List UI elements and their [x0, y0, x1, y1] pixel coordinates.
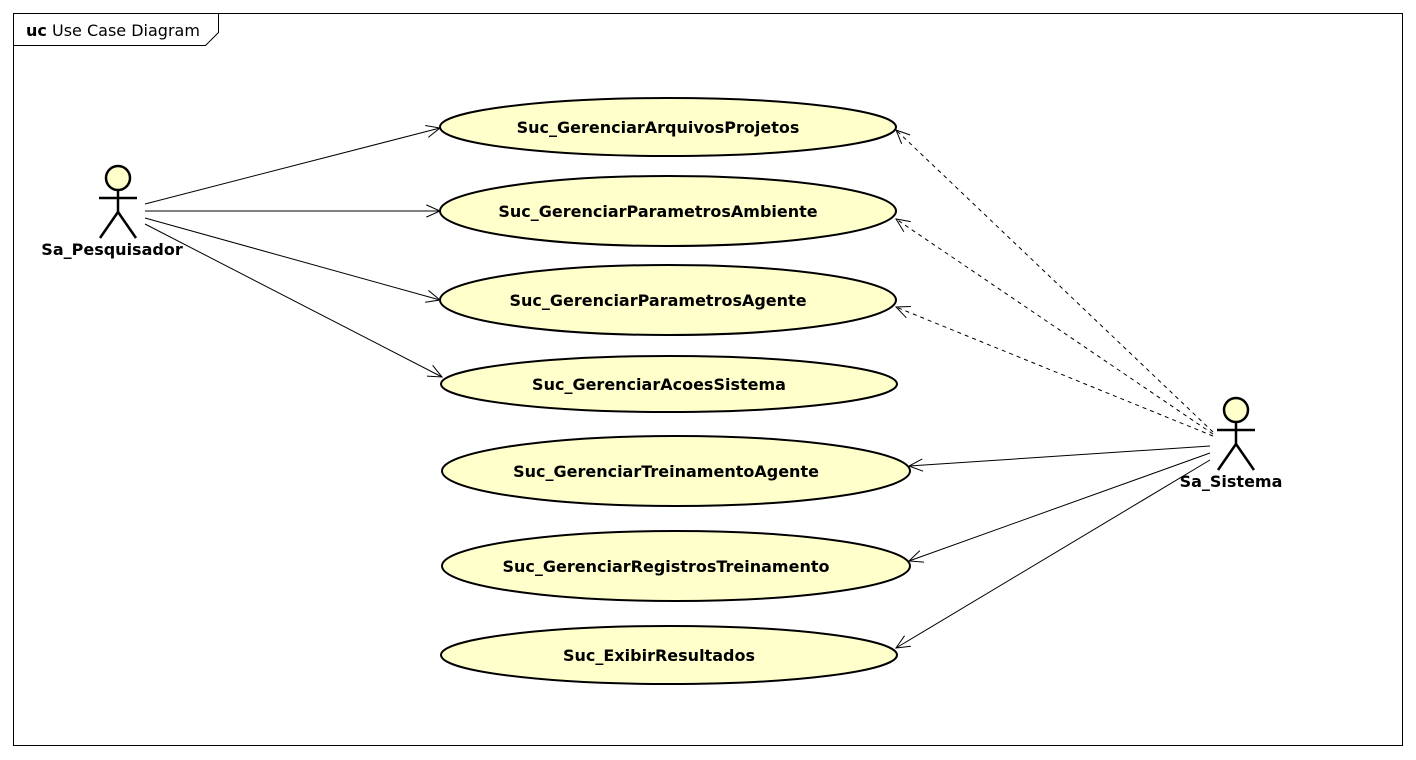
frame-keyword: uc: [26, 21, 47, 40]
actor-label: Sa_Pesquisador: [41, 240, 183, 259]
association-pesquisador-uc3: [144, 217, 441, 301]
actor-pesquisador[interactable]: Sa_Pesquisador: [41, 164, 183, 259]
use-case-ellipse[interactable]: [441, 530, 911, 602]
actor-head: [1222, 396, 1250, 424]
use-case-uc1[interactable]: Suc_GerenciarArquivosProjetos: [439, 97, 897, 157]
arrowhead-uc3: [894, 305, 912, 319]
use-case-label: Suc_GerenciarArquivosProjetos: [517, 118, 800, 137]
use-case-uc6[interactable]: Suc_GerenciarRegistrosTreinamento: [441, 530, 911, 602]
use-case-uc3[interactable]: Suc_GerenciarParametrosAgente: [439, 264, 897, 336]
arrowhead-uc2: [894, 218, 911, 233]
use-case-uc4[interactable]: Suc_GerenciarAcoesSistema: [440, 355, 898, 413]
association-sistema-uc3: [895, 306, 1214, 437]
frame-title: Use Case Diagram: [52, 21, 200, 40]
use-case-label: Suc_GerenciarParametrosAgente: [509, 291, 806, 310]
actor-sistema[interactable]: Sa_Sistema: [1180, 396, 1283, 491]
use-case-label: Suc_GerenciarRegistrosTreinamento: [503, 557, 830, 576]
use-case-uc7[interactable]: Suc_ExibirResultados: [440, 625, 898, 685]
use-cases: Suc_GerenciarArquivosProjetosSuc_Gerenci…: [439, 97, 911, 685]
association-sistema-uc6: [908, 452, 1211, 562]
arrowhead-uc4: [426, 364, 444, 378]
association-sistema-uc1: [895, 129, 1214, 433]
association-pesquisador-uc4: [144, 223, 443, 378]
actor-legs: [1216, 441, 1256, 471]
use-case-ellipse[interactable]: [441, 435, 911, 507]
use-case-label: Suc_ExibirResultados: [563, 646, 755, 665]
use-case-ellipse[interactable]: [440, 355, 898, 413]
use-case-ellipse[interactable]: [439, 97, 897, 157]
use-case-ellipse[interactable]: [439, 175, 897, 247]
use-case-ellipse[interactable]: [440, 625, 898, 685]
use-case-label: Suc_GerenciarAcoesSistema: [532, 375, 786, 394]
frame-tab: [13, 13, 219, 46]
use-case-ellipse[interactable]: [439, 264, 897, 336]
actor-head: [104, 164, 132, 192]
use-case-uc2[interactable]: Suc_GerenciarParametrosAmbiente: [439, 175, 897, 247]
use-case-label: Suc_GerenciarTreinamentoAgente: [513, 462, 819, 481]
actor-label: Sa_Sistema: [1180, 472, 1283, 491]
association-sistema-uc5: [908, 445, 1211, 467]
associations: [144, 125, 1214, 649]
use-case-uc5[interactable]: Suc_GerenciarTreinamentoAgente: [441, 435, 911, 507]
association-pesquisador-uc1: [144, 127, 441, 205]
association-sistema-uc7: [895, 459, 1211, 649]
use-case-label: Suc_GerenciarParametrosAmbiente: [498, 202, 817, 221]
actor-legs: [98, 209, 138, 239]
arrowhead-uc7: [894, 635, 911, 649]
